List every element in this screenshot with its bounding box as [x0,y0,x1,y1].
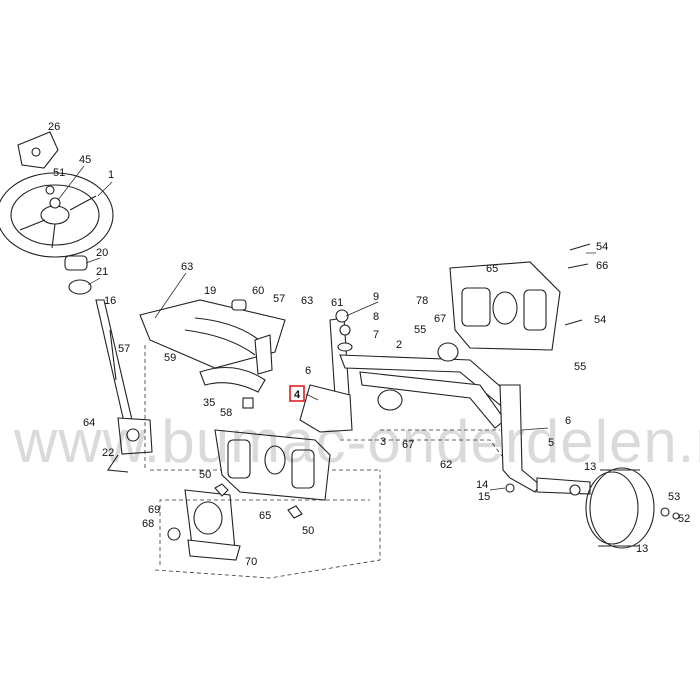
part-label: 19 [204,285,216,297]
part-label: 35 [203,397,215,409]
part-label: 59 [164,352,176,364]
part-label: 21 [96,266,108,278]
part-label: 9 [373,291,379,303]
part-label: 50 [302,525,314,537]
part-label: 57 [273,293,285,305]
part-label: 67 [402,439,414,451]
watermark-text: www.bumac-onderdelen.nl [13,408,700,475]
part-label: 15 [478,491,490,503]
front-bracket-top [449,243,591,351]
part-label: 64 [83,417,95,429]
front-bracket-bottom [214,429,331,501]
part-label: 6 [305,365,311,377]
part-labels: 26 45 51 1 20 21 16 57 64 63 19 60 57 63… [48,121,690,568]
part-label: 26 [48,121,60,133]
part-label: 5 [548,437,554,449]
part-label: 68 [142,518,154,530]
front-axle-assembly [299,309,591,495]
part-label: 62 [440,459,452,471]
part-label: 13 [584,461,596,473]
part-label: 54 [594,314,606,326]
part-label: 45 [79,154,91,166]
part-label: 63 [301,295,313,307]
highlighted-part-label[interactable]: 4 [289,385,305,402]
part-label: 67 [434,313,446,325]
part-label: 55 [574,361,586,373]
part-label: 55 [414,324,426,336]
part-label: 69 [148,504,160,516]
part-label: 54 [596,241,608,253]
highlighted-part-number: 4 [294,389,301,401]
part-label: 13 [636,543,648,555]
part-label: 6 [565,415,571,427]
steering-wheel-assembly [0,131,380,473]
part-label: 70 [245,556,257,568]
part-label: 22 [102,447,114,459]
part-label: 65 [486,263,498,275]
part-label: 1 [108,169,114,181]
part-label: 61 [331,297,343,309]
part-label: 63 [181,261,193,273]
part-label: 3 [380,436,386,448]
part-label: 57 [118,343,130,355]
steering-plate-assembly [139,299,286,470]
part-label: 16 [104,295,116,307]
highlight-box [289,385,305,402]
hitch-plate [154,470,381,579]
part-label: 50 [199,469,211,481]
part-label: 14 [476,479,488,491]
part-label: 8 [373,311,379,323]
front-wheel [505,467,680,549]
part-label: 52 [678,513,690,525]
part-label: 58 [220,407,232,419]
part-label: 51 [53,167,65,179]
part-label: 2 [396,339,402,351]
part-label: 7 [373,329,379,341]
part-label: 65 [259,510,271,522]
part-label: 78 [416,295,428,307]
part-label: 20 [96,247,108,259]
part-label: 53 [668,491,680,503]
part-label: 60 [252,285,264,297]
part-label: 66 [596,260,608,272]
leader-lines [57,165,596,491]
